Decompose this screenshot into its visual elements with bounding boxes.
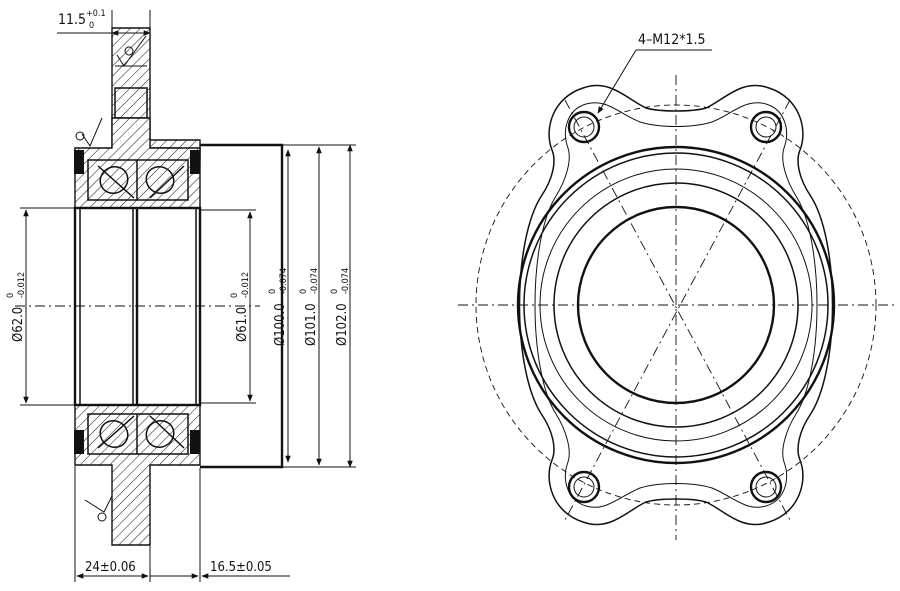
seal-bottom-right [190, 430, 200, 454]
dim-dia-102: Ø102.0 0 -0.074 [330, 268, 351, 346]
dim-pilot-dia: Ø61.0 0 -0.012 [230, 272, 251, 342]
outer-ring-edge [516, 145, 836, 465]
svg-text:-0.074: -0.074 [279, 268, 289, 294]
balls-bottom [87, 413, 189, 455]
dim-width-bottom-left: 24±0.06 [85, 560, 136, 575]
svg-text:Ø62.0: Ø62.0 [11, 307, 26, 342]
svg-text:0: 0 [299, 289, 309, 294]
svg-text:0: 0 [268, 289, 278, 294]
pilot-body [200, 143, 284, 469]
roughness-symbol-top [116, 35, 147, 67]
inner-bore-edge [576, 205, 776, 405]
svg-text:-0.012: -0.012 [17, 272, 27, 298]
thread-callout: 4–M12*1.5 [638, 32, 706, 48]
dim-width-top-tol-upper: +0.1 [86, 9, 106, 19]
roughness-symbol-bottom [84, 495, 113, 513]
roughness-symbol-left [81, 117, 103, 148]
seal-top-left [74, 150, 84, 174]
flange-outline [518, 84, 834, 526]
balls-top [87, 159, 189, 201]
svg-text:0: 0 [6, 293, 16, 298]
svg-text:Ø102.0: Ø102.0 [335, 303, 350, 346]
seal-top-right [190, 150, 200, 174]
svg-text:Ø100.0: Ø100.0 [273, 303, 288, 346]
svg-text:Ø61.0: Ø61.0 [235, 307, 250, 342]
svg-text:-0.074: -0.074 [310, 268, 320, 294]
front-view: 4–M12*1.5 [458, 32, 895, 540]
seal-bottom-left [74, 430, 84, 454]
bolt-hole-tr [749, 110, 783, 144]
svg-text:0: 0 [330, 289, 340, 294]
svg-text:-0.074: -0.074 [341, 268, 351, 294]
svg-text:-0.012: -0.012 [241, 272, 251, 298]
dim-width-bottom-right: 16.5±0.05 [210, 560, 272, 575]
section-view: 11.5 +0.1 0 24±0.06 16.5±0.05 [15, 9, 356, 582]
dim-dia-100: Ø100.0 0 -0.074 [268, 268, 289, 346]
svg-text:Ø101.0: Ø101.0 [304, 303, 319, 346]
dim-width-top: 11.5 [58, 12, 86, 28]
dim-dia-101: Ø101.0 0 -0.074 [299, 268, 320, 346]
dim-width-top-tol-lower: 0 [89, 21, 94, 31]
bolt-circle [475, 104, 877, 506]
bolt-hole-br [749, 470, 783, 504]
dim-bore-dia: Ø62.0 0 -0.012 [6, 272, 27, 342]
bolt-hole-bl [567, 470, 601, 504]
bolt-hole-tl [567, 110, 601, 144]
svg-text:0: 0 [230, 293, 240, 298]
